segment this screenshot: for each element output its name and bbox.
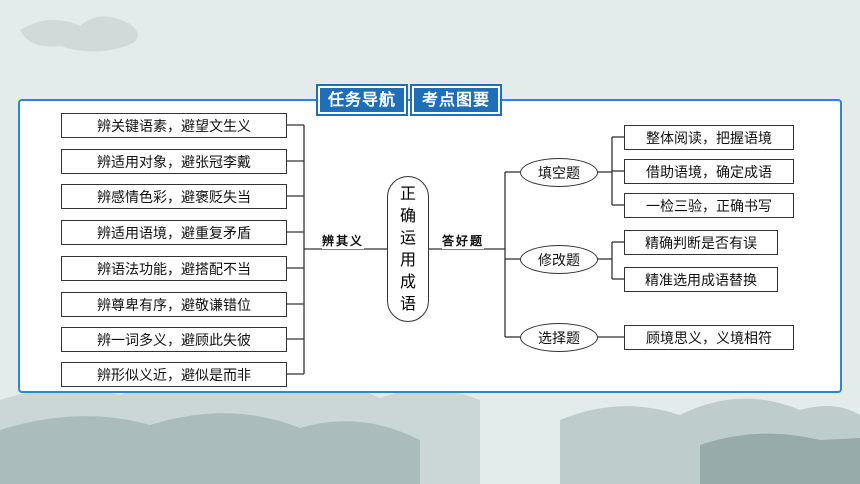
center-char: 语 [399, 294, 416, 313]
left-item: 辨关键语素，避望文生义 [61, 113, 287, 138]
left-branch-label: 辨其义 [322, 232, 365, 249]
left-item: 辨语法功能，避搭配不当 [61, 256, 287, 281]
right-item: 精确判断是否有误 [624, 230, 778, 255]
header-banner: 任务导航 考点图要 [315, 84, 503, 116]
center-node: 正 确 运 用 成 语 [387, 176, 429, 322]
left-item: 辨适用对象，避张冠李戴 [61, 149, 287, 174]
left-item: 辨一词多义，避顾此失彼 [61, 327, 287, 352]
center-char: 用 [399, 250, 416, 269]
group-node-choice: 选择题 [520, 323, 598, 352]
left-item: 辨感情色彩，避褒贬失当 [61, 184, 287, 209]
left-item: 辨适用语境，避重复矛盾 [61, 220, 287, 245]
right-item: 精准选用成语替换 [624, 267, 778, 292]
center-char: 成 [399, 272, 416, 291]
right-item: 一检三验，正确书写 [624, 193, 794, 218]
right-branch-label: 答好题 [442, 232, 485, 249]
center-char: 确 [399, 206, 416, 225]
left-item: 辨尊卑有序，避敬谦错位 [61, 292, 287, 317]
right-item: 借助语境，确定成语 [624, 159, 794, 184]
center-char: 运 [399, 228, 416, 247]
left-item: 辨形似义近，避似是而非 [61, 362, 287, 387]
right-item: 整体阅读，把握语境 [624, 125, 794, 150]
group-node-fill-in: 填空题 [520, 158, 598, 187]
banner-key-points: 考点图要 [410, 84, 503, 116]
center-char: 正 [399, 184, 416, 203]
banner-task-nav: 任务导航 [315, 84, 409, 116]
right-item: 顾境思义，义境相符 [624, 325, 794, 350]
group-node-revise: 修改题 [520, 245, 598, 274]
